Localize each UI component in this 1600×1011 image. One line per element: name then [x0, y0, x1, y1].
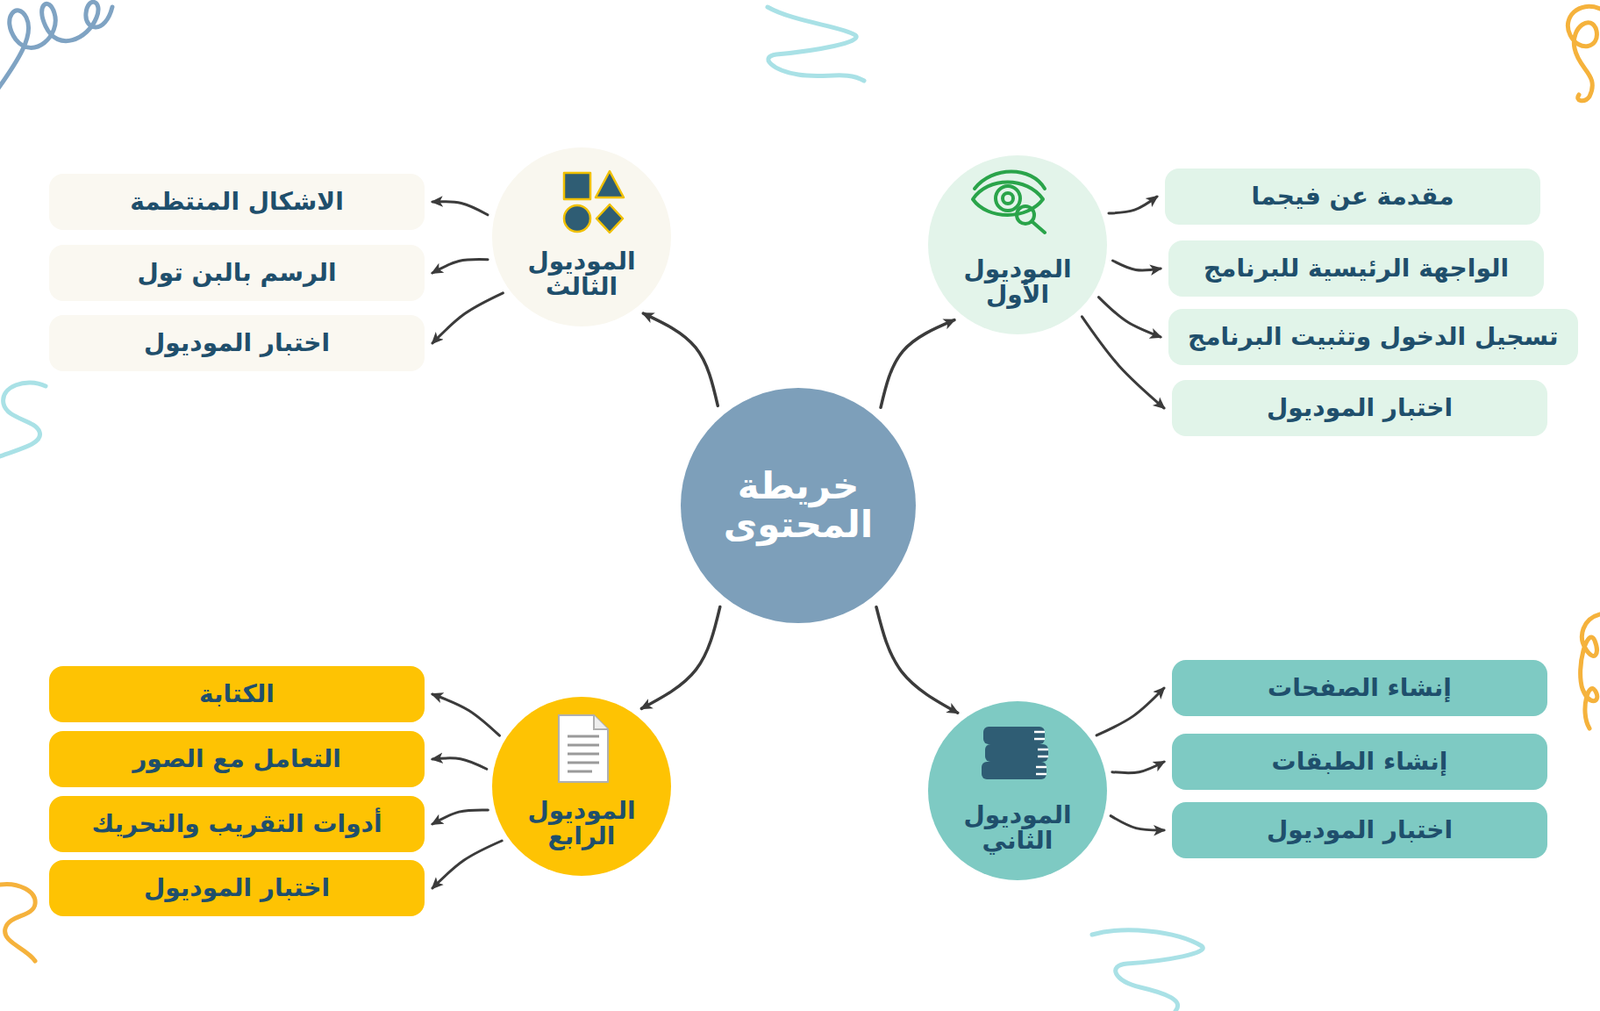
squiggle — [767, 7, 865, 81]
node-label: الموديول الثالث — [515, 248, 648, 300]
document-icon — [558, 714, 608, 782]
arrow-connector — [432, 201, 488, 215]
node-label: اختبار الموديول — [1266, 392, 1453, 423]
arrow-connector — [432, 757, 487, 770]
topic-box: اختبار الموديول — [1171, 379, 1548, 436]
squiggle — [0, 883, 36, 961]
module-circle: الموديول الثالث — [492, 147, 672, 327]
arrow-connector — [1096, 687, 1165, 736]
node-label: الرسم بالبن تول — [136, 257, 336, 288]
node-label: الموديول الثاني — [951, 801, 1084, 854]
arrow-connector — [1110, 815, 1165, 830]
node-label: الموديول الرابع — [515, 797, 648, 850]
topic-box: اختبار الموديول — [49, 314, 425, 372]
arrow-connector — [1113, 260, 1161, 271]
topic-box: أدوات التقريب والتحريك — [49, 795, 425, 852]
node-label: الاشكال المنتظمة — [129, 186, 344, 217]
node-label: الموديول الأول — [951, 256, 1084, 308]
arrow-connector — [432, 292, 503, 343]
topic-box: إنشاء الصفحات — [1171, 659, 1548, 716]
node-label: الواجهة الرئيسية للبرنامج — [1203, 253, 1509, 284]
node-label: إنشاء الصفحات — [1267, 672, 1452, 703]
squiggle — [1567, 6, 1600, 100]
arrow-connector — [641, 607, 720, 709]
books-icon — [981, 726, 1049, 779]
arrow-connector — [1081, 316, 1165, 408]
arrow-connector — [432, 259, 488, 273]
node-label: التعامل مع الصور — [132, 743, 342, 774]
arrow-connector — [1098, 297, 1161, 337]
arrow-connector — [1108, 196, 1158, 214]
arrow-connector — [876, 607, 958, 714]
module-circle: الموديول الرابع — [492, 696, 672, 876]
node-label: اختبار الموديول — [1266, 814, 1453, 845]
eye-search-icon — [972, 171, 1045, 234]
topic-box: تسجيل الدخول وتثبيت البرنامج — [1168, 308, 1579, 365]
module-circle: الموديول الثاني — [928, 700, 1108, 880]
node-label: خريطة المحتوى — [701, 466, 895, 544]
node-label: مقدمة عن فيجما — [1250, 181, 1454, 212]
node-label: الكتابة — [199, 678, 275, 709]
node-label: إنشاء الطبقات — [1271, 746, 1449, 777]
arrow-connector — [432, 840, 502, 888]
topic-box: مقدمة عن فيجما — [1164, 168, 1541, 225]
squiggle — [1092, 929, 1203, 1011]
topic-box: إنشاء الطبقات — [1171, 733, 1548, 790]
shapes-icon — [564, 171, 624, 233]
node-label: اختبار الموديول — [143, 872, 330, 903]
squiggle — [0, 382, 46, 457]
node-label: تسجيل الدخول وتثبيت البرنامج — [1187, 321, 1559, 352]
topic-box: الواجهة الرئيسية للبرنامج — [1168, 240, 1544, 297]
topic-box: الرسم بالبن تول — [49, 244, 425, 301]
arrow-connector — [880, 320, 955, 408]
squiggle — [0, 1, 113, 93]
topic-box: التعامل مع الصور — [49, 730, 425, 787]
topic-box: الاشكال المنتظمة — [49, 173, 425, 230]
arrow-connector — [432, 809, 488, 824]
node-label: أدوات التقريب والتحريك — [92, 808, 383, 839]
arrow-connector — [1112, 761, 1165, 773]
node-label: اختبار الموديول — [143, 328, 330, 358]
arrow-connector — [432, 693, 500, 736]
topic-box: اختبار الموديول — [1171, 801, 1548, 858]
topic-box: اختبار الموديول — [49, 859, 425, 916]
squiggle — [1580, 614, 1600, 729]
central-topic-circle: خريطة المحتوى — [680, 387, 916, 623]
module-circle: الموديول الأول — [928, 155, 1108, 335]
topic-box: الكتابة — [49, 665, 425, 722]
arrow-connector — [642, 313, 718, 406]
